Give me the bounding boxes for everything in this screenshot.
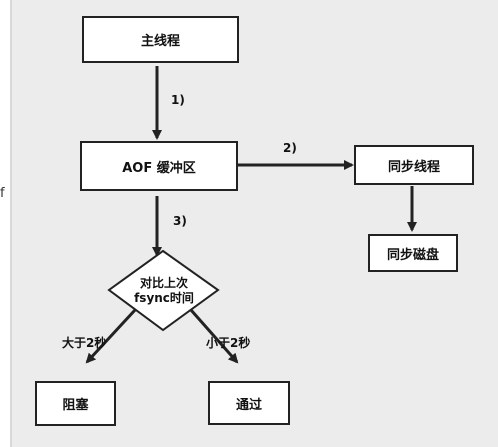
- node-sync-disk: 同步磁盘: [368, 234, 458, 272]
- node-sync-thread-label: 同步线程: [387, 159, 440, 175]
- node-pass-label: 通过: [235, 397, 262, 413]
- node-aof-buffer-label: AOF 缓冲区: [122, 160, 196, 176]
- node-aof-buffer: AOF 缓冲区: [80, 141, 238, 191]
- edge-label-step3: 3): [173, 214, 187, 228]
- node-sync-disk-label: 同步磁盘: [386, 247, 439, 263]
- edge-label-less: 小于2秒: [206, 336, 251, 350]
- decision-label: 对比上次 fsync时间: [126, 276, 202, 306]
- node-block-label: 阻塞: [62, 398, 89, 413]
- decision-label-line2: fsync时间: [134, 291, 194, 305]
- diagram-canvas: [12, 0, 498, 447]
- node-block: 阻塞: [35, 381, 116, 426]
- stray-text: f: [0, 186, 5, 201]
- edge-label-greater: 大于2秒: [62, 336, 107, 350]
- node-pass: 通过: [208, 381, 290, 425]
- arrow-decision-to-pass: [189, 309, 239, 364]
- node-sync-thread: 同步线程: [354, 145, 474, 185]
- decision-label-line1: 对比上次: [139, 276, 188, 290]
- arrow-decision-to-block: [85, 308, 137, 364]
- edge-label-step1: 1): [171, 93, 185, 107]
- node-main-thread: 主线程: [82, 16, 239, 63]
- node-main-thread-label: 主线程: [140, 34, 180, 49]
- decision-diamond: [107, 249, 220, 332]
- edge-label-step2: 2): [283, 141, 297, 155]
- left-border: [10, 0, 12, 447]
